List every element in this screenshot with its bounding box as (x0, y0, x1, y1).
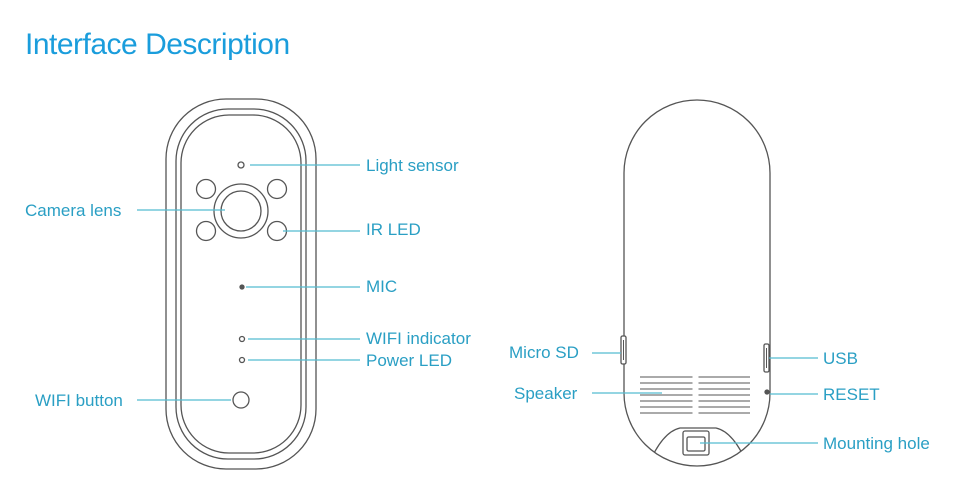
label-wifi-button: WIFI button (35, 391, 123, 410)
front-bezel (175, 108, 307, 460)
label-mic: MIC (366, 277, 397, 296)
label-light-sensor: Light sensor (366, 156, 459, 175)
front-face-panel (180, 114, 302, 454)
camera-lens-glass (220, 190, 262, 232)
page-title: Interface Description (25, 28, 290, 61)
ir-led-top-right (266, 178, 288, 200)
ir-led-top-left (195, 178, 217, 200)
front-leaders (137, 164, 360, 401)
label-speaker: Speaker (514, 384, 578, 403)
speaker-grille (640, 374, 750, 416)
label-wifi-indicator: WIFI indicator (366, 329, 471, 348)
reset-hole (764, 389, 770, 395)
mic-hole (239, 284, 245, 290)
label-camera-lens: Camera lens (25, 201, 121, 220)
power-led-dot (238, 356, 246, 364)
label-usb: USB (823, 349, 858, 368)
label-mounting-hole: Mounting hole (823, 434, 930, 453)
back-shell (623, 99, 771, 467)
back-view (620, 99, 771, 467)
light-sensor-dot (237, 161, 245, 169)
back-leaders (592, 352, 818, 444)
mounting-hole-inner (686, 436, 706, 452)
front-outer-shell (165, 98, 317, 470)
label-reset: RESET (823, 385, 880, 404)
wifi-button-shape (232, 391, 250, 409)
front-view (165, 98, 317, 470)
label-power-led: Power LED (366, 351, 452, 370)
label-ir-led: IR LED (366, 220, 421, 239)
wifi-indicator-dot (238, 335, 246, 343)
label-micro-sd: Micro SD (509, 343, 579, 362)
camera-lens-ring (213, 183, 269, 239)
mounting-base (647, 427, 749, 466)
ir-led-bottom-left (195, 220, 217, 242)
